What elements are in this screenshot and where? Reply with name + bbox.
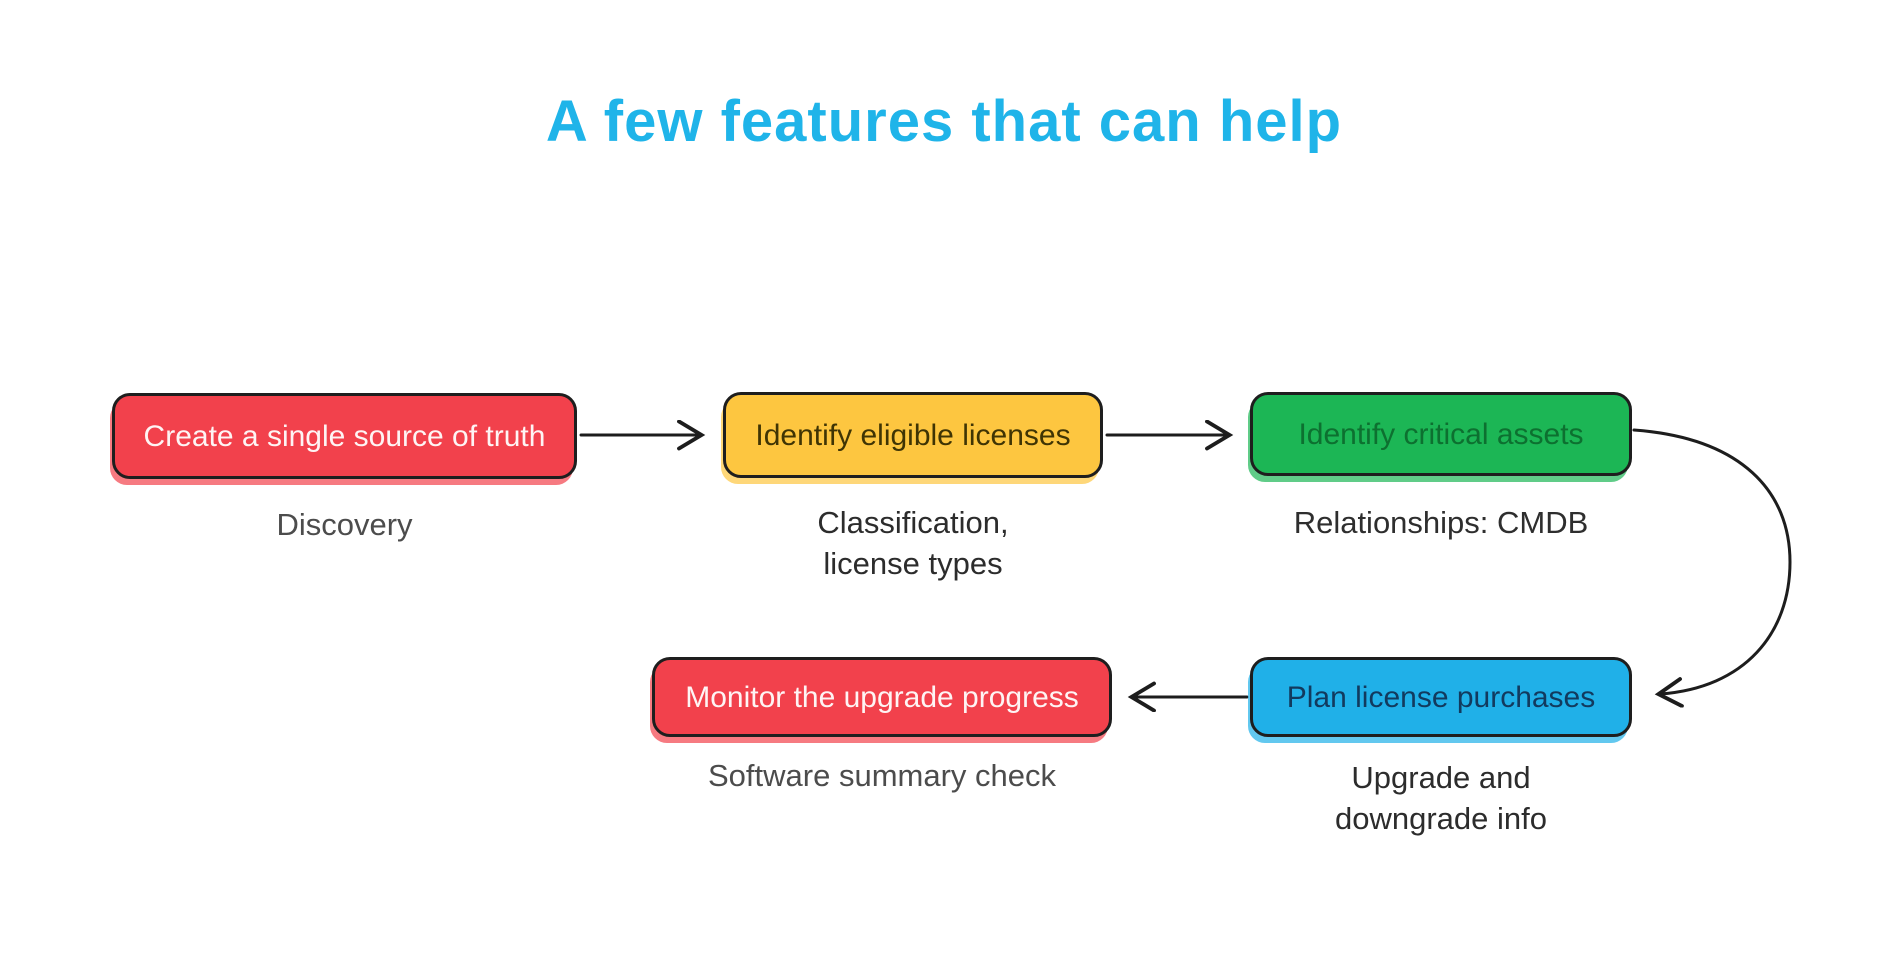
node-label: Plan license purchases	[1286, 680, 1596, 714]
caption-line: Discovery	[276, 507, 413, 542]
caption-line: Relationships: CMDB	[1293, 505, 1589, 540]
caption-line: license types	[823, 545, 1003, 581]
node-identify-eligible-licenses: Identify eligible licenses	[723, 392, 1103, 478]
caption-discovery: Discovery	[112, 505, 577, 546]
node-label: Identify critical assets	[1298, 417, 1584, 451]
node-create-single-source-of-truth: Create a single source of truth	[112, 393, 577, 479]
caption-line: Classification,	[817, 505, 1009, 540]
node-label: Create a single source of truth	[143, 419, 546, 453]
node-label: Identify eligible licenses	[755, 418, 1071, 452]
caption-line: downgrade info	[1335, 800, 1547, 836]
caption-upgrade-downgrade-info: Upgrade and downgrade info	[1250, 758, 1632, 840]
caption-line: Upgrade and	[1351, 760, 1531, 795]
caption-line: Software summary check	[708, 758, 1056, 793]
arrow-critical-to-plan-arc	[1632, 428, 1792, 694]
caption-software-summary-check: Software summary check	[652, 756, 1112, 797]
page-title: A few features that can help	[545, 89, 1343, 154]
node-label: Monitor the upgrade progress	[685, 680, 1079, 714]
caption-classification-license-types: Classification, license types	[723, 503, 1103, 585]
node-plan-license-purchases: Plan license purchases	[1250, 657, 1632, 737]
caption-relationships-cmdb: Relationships: CMDB	[1250, 503, 1632, 544]
node-monitor-the-upgrade-progress: Monitor the upgrade progress	[652, 657, 1112, 737]
node-identify-critical-assets: Identify critical assets	[1250, 392, 1632, 476]
